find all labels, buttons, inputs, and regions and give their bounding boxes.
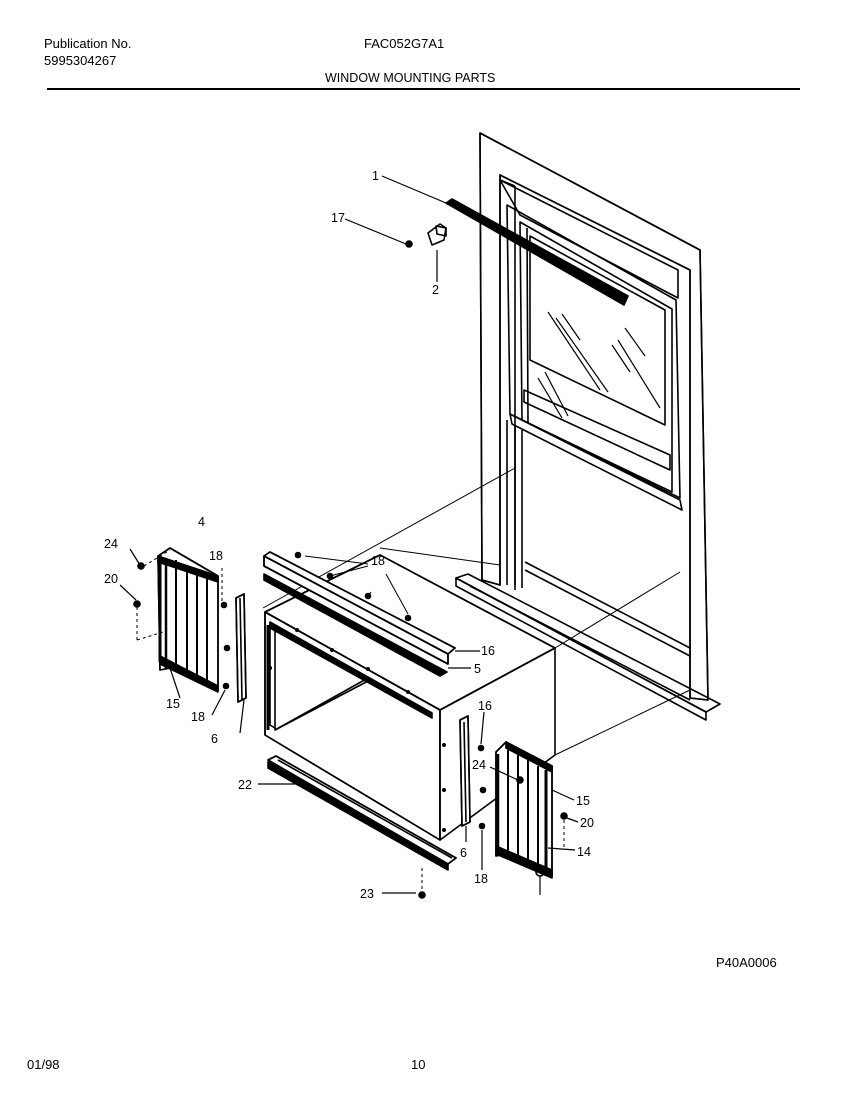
right-angle xyxy=(459,715,471,827)
callout-6-right: 6 xyxy=(460,846,467,860)
callout-5: 5 xyxy=(474,662,481,676)
header-rule xyxy=(47,88,800,90)
callout-18-left-bottom: 18 xyxy=(191,710,205,724)
top-channel xyxy=(445,198,629,306)
callout-23: 23 xyxy=(360,887,374,901)
left-angle xyxy=(235,593,247,703)
diagram-code: P40A0006 xyxy=(716,955,777,970)
footer-date: 01/98 xyxy=(27,1057,60,1072)
callout-22: 22 xyxy=(238,778,252,792)
callout-20-left: 20 xyxy=(104,572,118,586)
callout-18-rail: 18 xyxy=(371,554,385,568)
callout-1: 1 xyxy=(372,169,379,183)
bracket xyxy=(427,223,447,246)
publication-number: 5995304267 xyxy=(44,53,117,68)
right-accordion-panel xyxy=(495,741,553,879)
window-frame xyxy=(455,132,721,721)
callout-20-right: 20 xyxy=(580,816,594,830)
callout-16-right: 16 xyxy=(478,699,492,713)
callout-14: 14 xyxy=(577,845,591,859)
page-number: 10 xyxy=(411,1057,426,1072)
publication-label: Publication No. xyxy=(44,36,132,51)
callout-18-left-top: 18 xyxy=(209,549,223,563)
top-rail xyxy=(263,551,456,677)
bottom-rail xyxy=(267,755,457,871)
callout-2: 2 xyxy=(432,283,439,297)
left-accordion-panel xyxy=(157,547,219,693)
callout-17: 17 xyxy=(331,211,345,225)
screw-17 xyxy=(405,240,413,248)
section-title: WINDOW MOUNTING PARTS xyxy=(325,71,496,85)
model-number: FAC052G7A1 xyxy=(364,36,445,51)
callout-24-left: 24 xyxy=(104,537,118,551)
callout-6-left: 6 xyxy=(211,732,218,746)
callout-18-right: 18 xyxy=(474,872,488,886)
callout-24-right: 24 xyxy=(472,758,486,772)
callout-4: 4 xyxy=(198,515,205,529)
callout-15-right: 15 xyxy=(576,794,590,808)
callout-15-left: 15 xyxy=(166,697,180,711)
callout-16-rail: 16 xyxy=(481,644,495,658)
